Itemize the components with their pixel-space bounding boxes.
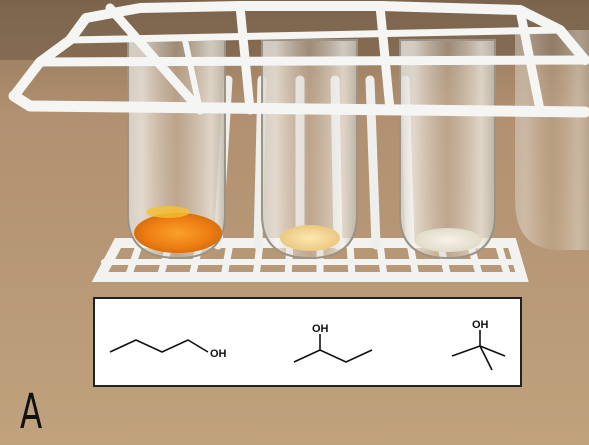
white-precipitate	[414, 228, 482, 252]
molecule-1-butanol	[109, 339, 209, 353]
structures-panel: OH OH OH	[93, 297, 522, 387]
orange-precipitate	[134, 213, 222, 253]
molecule-2-butanol	[293, 334, 373, 363]
rack-top-frame	[8, 1, 589, 118]
test-tube-1	[127, 39, 226, 260]
molecule-tert-butanol	[451, 330, 506, 371]
oh-label-3: OH	[472, 319, 489, 331]
oh-label-1: OH	[210, 348, 227, 360]
panel-label: A	[20, 384, 43, 440]
test-tube-3	[399, 39, 496, 260]
pale-yellow-precipitate	[280, 225, 340, 251]
test-tube-2	[261, 39, 358, 260]
oh-label-2: OH	[312, 323, 329, 335]
